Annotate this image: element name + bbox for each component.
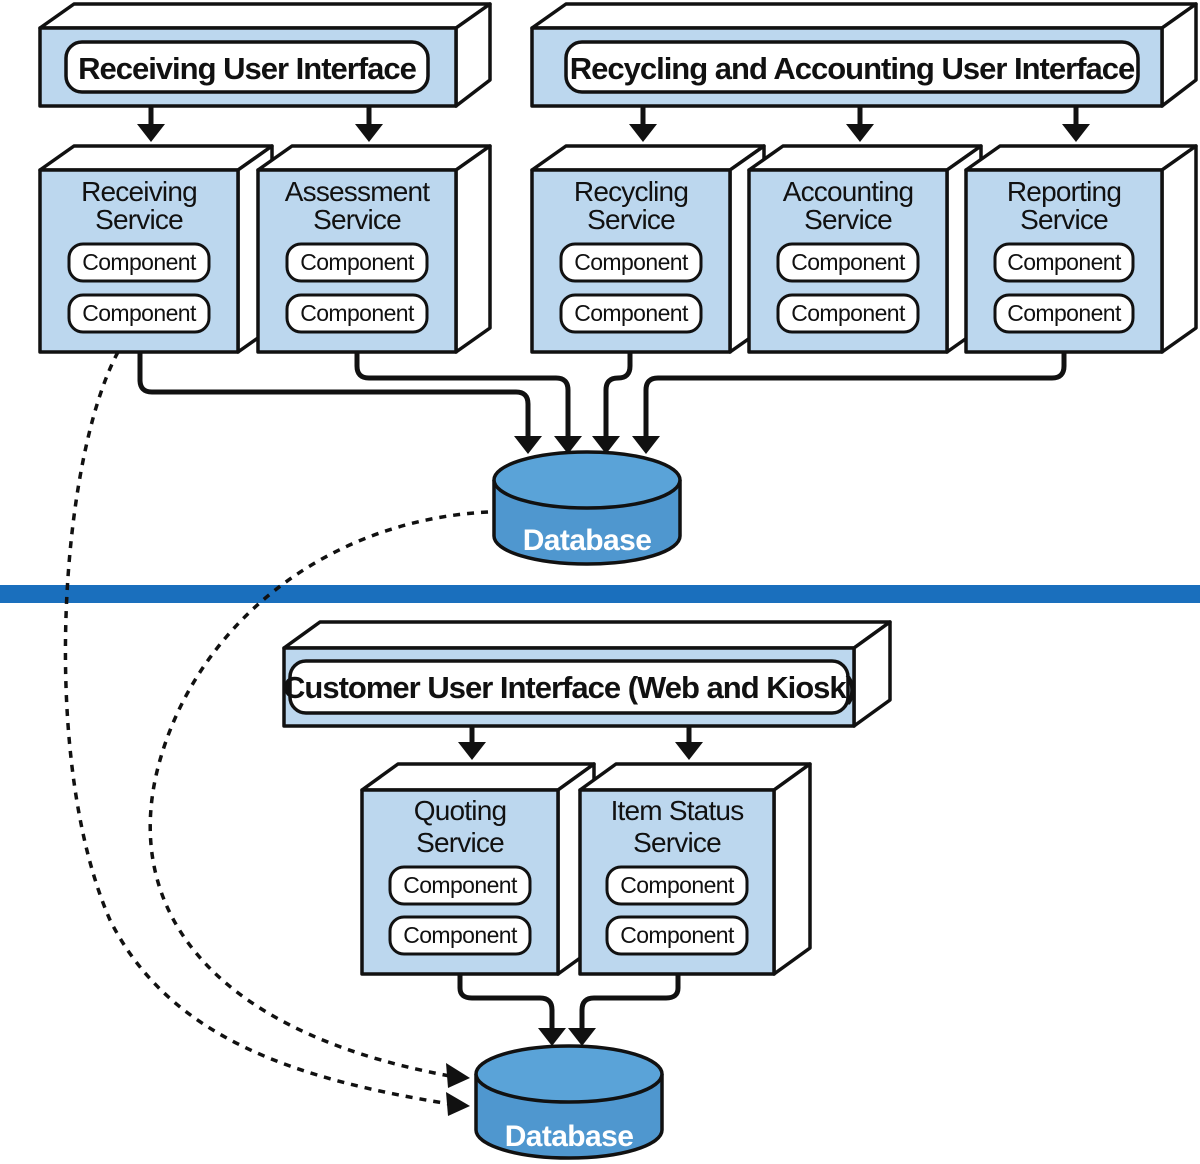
recycling-accounting-ui-box: Recycling and Accounting User Interface <box>530 2 1198 108</box>
component-label: Component <box>620 922 735 948</box>
section-divider <box>0 585 1200 603</box>
component-label: Component <box>574 249 689 275</box>
service-box-quoting: Quoting Service Component Component <box>360 762 596 976</box>
component-label: Component <box>82 249 197 275</box>
service-name-line1: Reporting <box>1007 176 1121 207</box>
service-name-line1: Item Status <box>611 795 744 826</box>
service-name-line1: Accounting <box>783 176 914 207</box>
component-label: Component <box>82 300 197 326</box>
customer-ui-box: Customer User Interface (Web and Kiosk) <box>282 620 892 728</box>
dashed-dependency-lines <box>63 351 489 1116</box>
component-label: Component <box>791 300 906 326</box>
service-name-line2: Service <box>95 204 183 235</box>
component-label: Component <box>1007 300 1122 326</box>
database-label: Database <box>505 1120 634 1153</box>
service-box-receiving: Receiving Service Component Component <box>38 144 274 354</box>
component-label: Component <box>1007 249 1122 275</box>
service-to-database-connectors-top <box>137 352 1067 454</box>
customer-ui-label: Customer User Interface (Web and Kiosk) <box>283 670 855 705</box>
service-box-accounting: Accounting Service Component Component <box>747 144 983 354</box>
service-name-line1: Receiving <box>81 176 197 207</box>
database-label: Database <box>523 524 652 557</box>
component-label: Component <box>403 872 518 898</box>
service-name-line2: Service <box>804 204 892 235</box>
service-name-line2: Service <box>416 827 504 858</box>
service-name-line2: Service <box>633 827 721 858</box>
receiving-ui-box: Receiving User Interface <box>38 2 492 108</box>
service-box-assessment: Assessment Service Component Component <box>256 144 492 354</box>
component-label: Component <box>791 249 906 275</box>
ui-to-service-arrows-top <box>137 106 1090 142</box>
service-name-line1: Assessment <box>285 176 431 207</box>
service-box-recycling: Recycling Service Component Component <box>530 144 766 354</box>
database-top: Database <box>492 450 682 566</box>
component-label: Component <box>300 249 415 275</box>
service-to-database-connectors-bottom <box>457 974 681 1046</box>
service-name-line2: Service <box>313 204 401 235</box>
service-name-line2: Service <box>587 204 675 235</box>
service-name-line2: Service <box>1020 204 1108 235</box>
component-label: Component <box>300 300 415 326</box>
service-name-line1: Quoting <box>414 795 506 826</box>
ui-to-service-arrows-bottom <box>458 726 703 760</box>
component-label: Component <box>403 922 518 948</box>
service-name-line1: Recycling <box>574 176 688 207</box>
component-label: Component <box>574 300 689 326</box>
recycling-accounting-ui-label: Recycling and Accounting User Interface <box>570 51 1135 86</box>
component-label: Component <box>620 872 735 898</box>
receiving-ui-label: Receiving User Interface <box>78 51 417 86</box>
service-box-item-status: Item Status Service Component Component <box>578 762 812 976</box>
service-box-reporting: Reporting Service Component Component <box>964 144 1198 354</box>
database-bottom: Database <box>474 1044 664 1160</box>
